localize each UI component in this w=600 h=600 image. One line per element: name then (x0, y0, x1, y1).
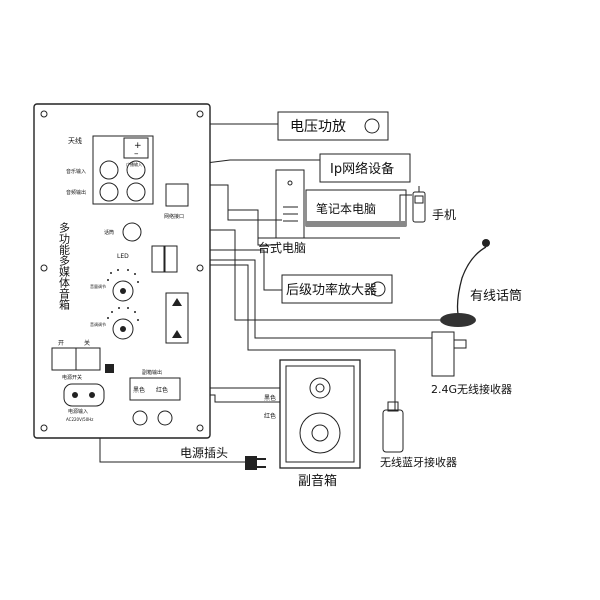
black-wire-label: 黑色 (264, 394, 276, 402)
rear-amp-label: 后级功率放大器 (286, 282, 377, 298)
net-port-label: 网络接口 (164, 213, 184, 220)
mic-port-label: 话筒 (104, 229, 114, 236)
power-plug (245, 456, 266, 470)
led-label: LED (117, 253, 129, 260)
voltage-amp-device (277, 111, 389, 141)
power-switch-label: 电源开关 (62, 374, 82, 381)
bt-receiver (382, 401, 404, 453)
red-terminal-label: 红色 (156, 386, 168, 394)
ip-network-device (319, 153, 411, 183)
panel-title: 多功能多媒体音箱 (58, 221, 71, 311)
tone-label: 音调调节 (90, 321, 106, 327)
vol-label: 音量调节 (90, 283, 106, 289)
subwoofer-label: 副音箱 (298, 473, 337, 489)
receiver-24g-label: 2.4G无线接收器 (431, 382, 512, 396)
power-input-label: 电源输入 (68, 408, 88, 415)
receiver-24g (431, 331, 467, 377)
red-wire-label: 红色 (264, 412, 276, 420)
switch-on-label: 开 (58, 340, 64, 347)
wired-mic (440, 239, 490, 327)
switch-off-label: 关 (84, 339, 90, 347)
laptop (305, 189, 407, 227)
audio-out-label: 音频输出 (66, 189, 86, 196)
wired-mic-label: 有线话筒 (470, 288, 522, 304)
ip-network-label: Ip网络设备 (330, 161, 394, 177)
phone-label: 手机 (432, 208, 456, 222)
bt-receiver-label: 无线蓝牙接收器 (380, 455, 457, 469)
voltage-spec-label: AC220V/50Hz (66, 417, 93, 422)
svg-text:–: – (134, 149, 139, 159)
black-terminal-label: 黑色 (133, 386, 145, 394)
sub-out-label: 副箱输出 (142, 369, 162, 376)
rear-amp-device (281, 274, 393, 304)
main-panel: + – (33, 103, 211, 439)
broadcast-in-label: 广播输入 (126, 161, 142, 167)
antenna-label: 天线 (68, 136, 82, 145)
voltage-amp-label: 电压功放 (290, 119, 346, 135)
desktop-label: 台式电脑 (258, 240, 306, 255)
audio-in-label: 音乐输入 (66, 168, 86, 175)
laptop-label: 笔记本电脑 (316, 201, 376, 216)
desktop-pc (258, 169, 400, 239)
mobile-phone (412, 186, 426, 223)
power-plug-label: 电源插头 (180, 446, 228, 460)
subwoofer (279, 359, 361, 469)
svg-text:+: + (134, 141, 142, 151)
